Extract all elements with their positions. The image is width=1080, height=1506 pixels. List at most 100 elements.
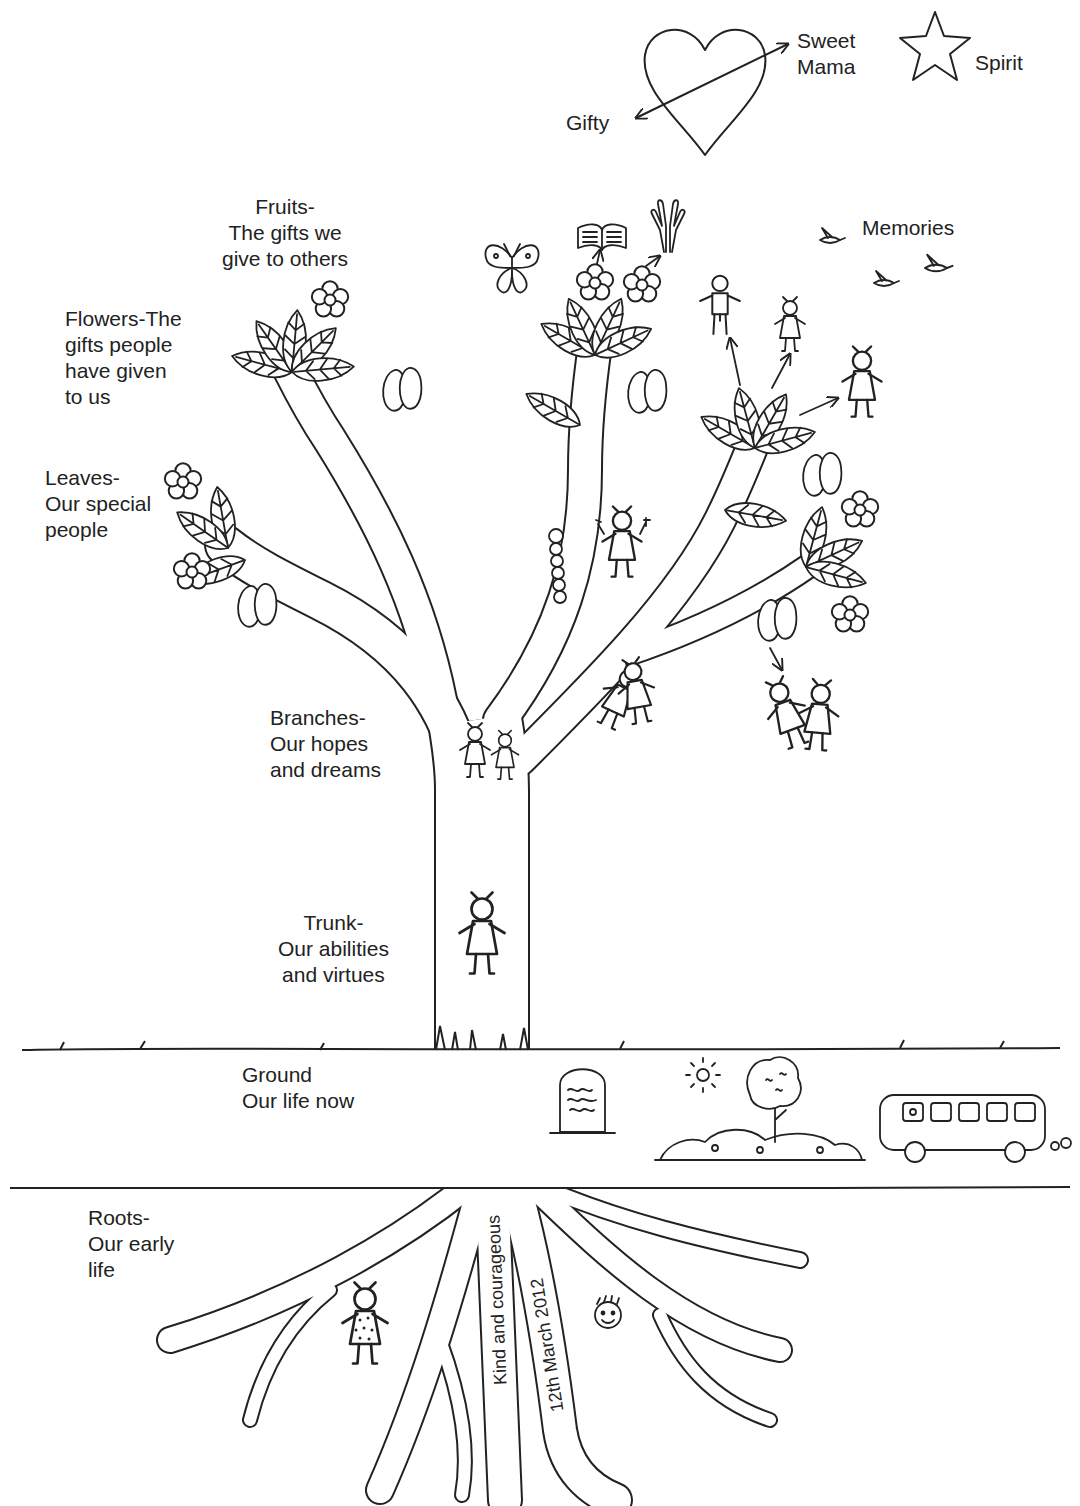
drawing-circle (371, 1329, 374, 1332)
face (595, 1296, 621, 1328)
drawing-path (602, 1320, 614, 1323)
drawing-use (171, 503, 235, 557)
tree-decorations (165, 264, 878, 640)
drawing-use (756, 673, 817, 752)
drawing-use (165, 463, 201, 498)
drawing-circle (1005, 1142, 1025, 1162)
drawing-circle (552, 567, 564, 579)
drawing-use (832, 596, 868, 631)
drawing-circle (355, 1329, 358, 1332)
drawing-use (291, 355, 355, 383)
drawing-path (22, 1048, 1060, 1050)
drawing-circle (697, 1069, 709, 1081)
drawing-circle (910, 1109, 916, 1115)
people-figures (343, 276, 882, 1364)
drawing-use (170, 1189, 465, 1340)
drawing-use (520, 440, 755, 760)
drawing-circle (817, 1147, 823, 1153)
drawing-use (700, 276, 740, 334)
drawing-use (383, 368, 421, 411)
drawing-use (843, 347, 882, 417)
drawing-circle (1051, 1142, 1059, 1150)
drawing-path (686, 1058, 720, 1092)
drawing-g (225, 345, 810, 1049)
drawing-path (436, 1026, 528, 1050)
drawing-use (500, 345, 595, 720)
drawing-use (925, 255, 953, 271)
drawing-path (730, 338, 740, 385)
drawing-use (290, 370, 440, 700)
drawing-use (577, 264, 613, 299)
tree-part-label: Gifty (566, 110, 609, 136)
drawing-use (500, 345, 595, 720)
drawing-rect (1015, 1103, 1035, 1121)
drawing-path (747, 1057, 801, 1109)
drawing-circle (757, 1147, 763, 1153)
tree-part-label: Trunk- Our abilities and virtues (278, 910, 389, 988)
drawing-circle (905, 1142, 925, 1162)
drawing-use (803, 453, 841, 496)
drawing-rect (959, 1103, 979, 1121)
drawing-rect (903, 1103, 923, 1121)
drawing-circle (368, 1338, 371, 1341)
drawing-path (578, 224, 626, 250)
tree-part-label: Branches- Our hopes and dreams (270, 705, 381, 783)
drawing-circle (602, 1312, 605, 1315)
drawing-circle (595, 1302, 621, 1328)
drawing-g (170, 1189, 800, 1500)
drawing-path (770, 648, 782, 670)
drawing-circle (549, 529, 563, 543)
drawing-use (803, 556, 869, 594)
tree-trunk-branches (225, 345, 810, 1049)
tree-part-label: Memories (862, 215, 954, 241)
drawing-use (238, 584, 276, 627)
dress-dots (355, 1317, 374, 1341)
drawing-use (343, 1283, 388, 1364)
ground-lines (10, 1026, 1070, 1188)
drawing-path (636, 44, 788, 118)
drawing-use (170, 1189, 465, 1340)
heart-star-symbols (636, 12, 970, 155)
drawing-use (874, 271, 899, 286)
drawing-use (520, 440, 755, 760)
drawing-circle (494, 254, 498, 258)
drawing-circle (1061, 1138, 1071, 1148)
fruit-gifts (485, 200, 838, 670)
drawing-path (766, 1073, 786, 1091)
drawing-path (651, 200, 666, 252)
drawing-path (645, 30, 766, 155)
drawing-path (670, 200, 685, 252)
drawing-use (312, 281, 348, 316)
drawing-path (550, 1132, 615, 1134)
drawing-path (772, 354, 790, 388)
drawing-use (440, 1340, 465, 1495)
drawing-use (624, 266, 660, 301)
drawing-use (613, 656, 660, 726)
drawing-path (646, 256, 660, 266)
tree-part-label: Ground Our life now (242, 1062, 354, 1114)
drawing-rect (880, 1095, 1045, 1150)
drawing-use (535, 1189, 780, 1350)
drawing-path (596, 518, 650, 534)
drawing-use (820, 228, 845, 243)
drawing-path (900, 12, 970, 80)
tree-part-label: Flowers-The gifts people have given to u… (65, 306, 182, 410)
tree-part-label: Spirit (975, 50, 1023, 76)
ground-scene (550, 1057, 1071, 1162)
drawing-path (568, 1089, 596, 1111)
drawing-use (440, 1340, 465, 1495)
drawing-use (625, 565, 810, 655)
drawing-circle (363, 1327, 366, 1330)
drawing-g (225, 345, 810, 1049)
drawing-circle (526, 254, 530, 258)
drawing-use (842, 491, 878, 526)
drawing-use (590, 319, 656, 366)
drawing-path (560, 1069, 605, 1132)
tree-part-label: Leaves- Our special people (45, 465, 151, 543)
drawing-circle (554, 591, 566, 603)
drawing-circle (612, 1312, 615, 1315)
drawing-path (655, 1159, 865, 1161)
drawing-use (752, 421, 818, 459)
drawing-path (10, 1187, 1070, 1188)
